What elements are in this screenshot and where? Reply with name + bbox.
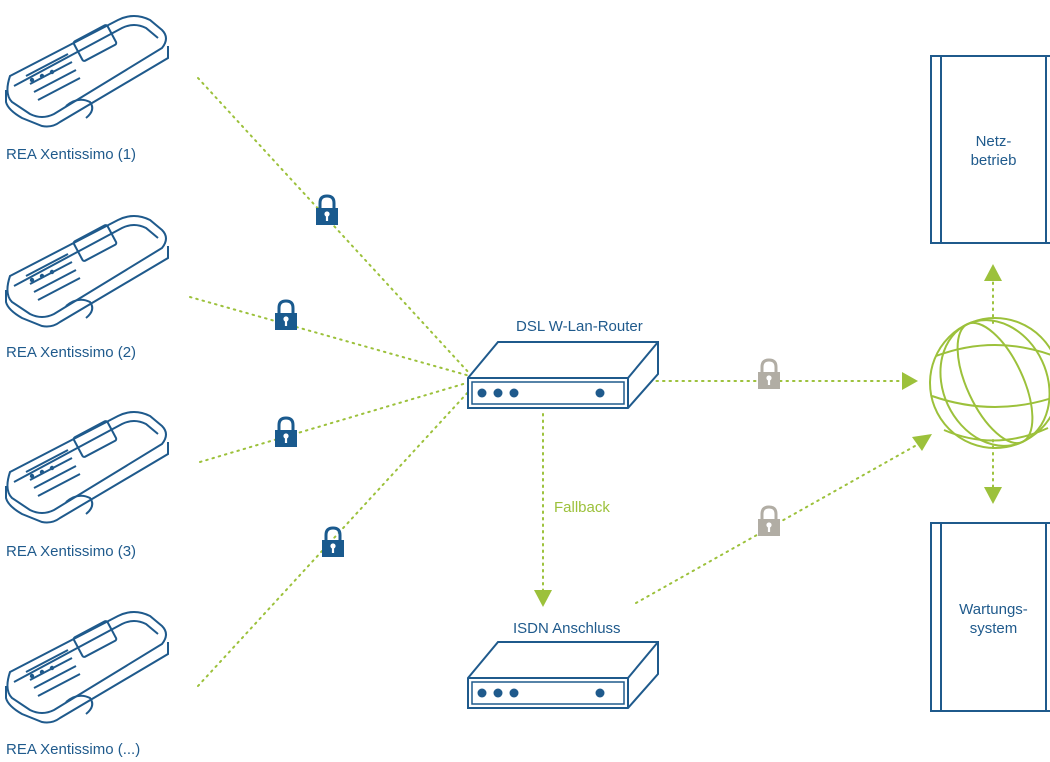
arrow-icon [534,590,552,607]
server-icon [930,522,1050,712]
arrow-icon [902,372,918,390]
terminal-2-label: REA Xentissimo (2) [6,344,137,361]
card-terminal-icon [5,15,169,128]
lock-icon [273,299,299,332]
card-terminal-icon [5,611,169,724]
netzbetrieb-label: Netz- betrieb [970,133,1017,169]
link-terminal-3 [199,381,471,463]
lock-icon [314,194,340,227]
terminal-4-label: REA Xentissimo (...) [6,741,141,758]
wartungssystem-label: Wartungs- system [959,601,1028,637]
terminal-1-label: REA Xentissimo (1) [6,146,137,163]
router-label: DSL W-Lan-Router [516,318,643,335]
link-terminal-4 [197,389,471,687]
lock-icon [320,526,346,559]
isdn-label: ISDN Anschluss [513,620,621,637]
arrow-icon [984,264,1002,281]
arrow-icon [984,487,1002,504]
server-icon [930,55,1050,244]
fallback-label: Fallback [554,499,610,516]
arrow-icon [912,434,932,451]
lock-icon [756,505,782,538]
lock-icon [756,358,782,391]
terminal-3-label: REA Xentissimo (3) [6,543,137,560]
globe-icon [929,317,1050,449]
isdn-box-icon [467,641,659,709]
lock-icon [273,416,299,449]
link-isdn-internet [635,445,916,604]
router-icon [467,341,659,409]
link-terminal-1 [197,77,471,375]
link-terminal-2 [189,296,471,377]
card-terminal-icon [5,215,169,328]
card-terminal-icon [5,411,169,524]
